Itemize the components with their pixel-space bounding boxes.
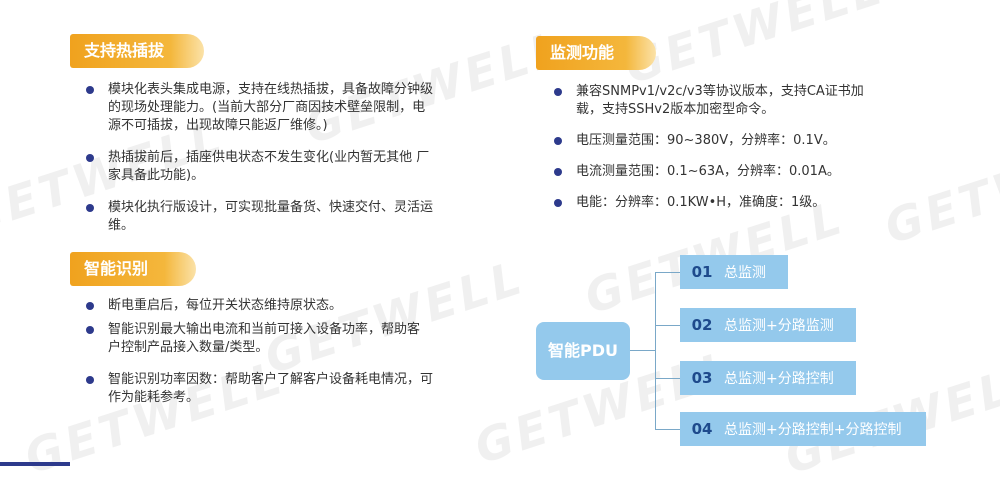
- connector-stub: [630, 350, 655, 351]
- option-text: 总监测: [724, 265, 766, 281]
- bullet-dot: [554, 199, 562, 207]
- hotswap-list: 模块化表头集成电源，支持在线热插拔，具备故障分钟级 的现场处理能力。(当前大部分…: [84, 81, 454, 235]
- line-text: 智能识别功率因数：帮助客户了解客户设备耗电情况，可: [108, 372, 434, 387]
- line-text: 载，支持SSHv2版本加密型命令。: [576, 102, 775, 117]
- line-text: 断电重启后，每位开关状态维持原状态。: [108, 298, 343, 313]
- list-item: 热插拔前后，插座供电状态不发生变化(业内暂无其他 厂 家具备此功能)。: [84, 149, 454, 185]
- bullet-dot: [86, 376, 94, 384]
- smart-title: 智能识别: [70, 252, 196, 286]
- connector-branch: [655, 378, 680, 379]
- list-item: 电压测量范围：90~380V，分辨率：0.1V。: [552, 132, 882, 150]
- bullet-dot: [86, 302, 94, 310]
- bullet-dot: [554, 168, 562, 176]
- line-text: 家具备此功能)。: [108, 168, 205, 183]
- list-item: 模块化表头集成电源，支持在线热插拔，具备故障分钟级 的现场处理能力。(当前大部分…: [84, 81, 454, 135]
- watermark: GETWELL: [878, 119, 1000, 255]
- line-text: 作为能耗参考。: [108, 390, 200, 405]
- bullet-dot: [86, 154, 94, 162]
- pdu-option-03: 03 总监测+分路控制: [680, 361, 856, 395]
- list-item: 电流测量范围：0.1~63A，分辨率：0.01A。: [552, 163, 882, 181]
- option-number: 01: [691, 263, 713, 281]
- line-text: 智能识别最大输出电流和当前可接入设备功率，帮助客: [108, 322, 421, 337]
- list-item: 模块化执行版设计，可实现批量备货、快速交付、灵活运维。: [84, 199, 454, 235]
- connector-trunk: [655, 272, 656, 429]
- pdu-box: 智能PDU: [536, 322, 630, 380]
- hotswap-title: 支持热插拔: [70, 34, 204, 68]
- connector-branch: [655, 272, 680, 273]
- bullet-dot: [554, 137, 562, 145]
- line-text: 模块化表头集成电源，支持在线热插拔，具备故障分钟级: [108, 82, 434, 97]
- line-text: 电流测量范围：0.1~63A，分辨率：0.01A。: [576, 164, 840, 179]
- connector-branch: [655, 325, 680, 326]
- pdu-option-01: 01 总监测: [680, 255, 788, 289]
- option-number: 04: [691, 420, 713, 438]
- line-text: 源不可插拔，出现故障只能返厂维修。): [108, 118, 328, 133]
- footer-accent-bar: [0, 462, 70, 466]
- option-text: 总监测+分路监测: [724, 318, 834, 334]
- bullet-dot: [86, 326, 94, 334]
- list-item: 智能识别最大输出电流和当前可接入设备功率，帮助客 户控制产品接入数量/类型。: [84, 321, 454, 357]
- line-text: 热插拔前后，插座供电状态不发生变化(业内暂无其他 厂: [108, 150, 430, 165]
- bullet-dot: [554, 88, 562, 96]
- list-item: 智能识别功率因数：帮助客户了解客户设备耗电情况，可 作为能耗参考。: [84, 371, 454, 407]
- option-number: 02: [691, 316, 713, 334]
- option-number: 03: [691, 369, 713, 387]
- list-item: 断电重启后，每位开关状态维持原状态。: [84, 297, 454, 315]
- watermark: GETWELL: [618, 0, 892, 95]
- list-item: 兼容SNMPv1/v2c/v3等协议版本，支持CA证书加 载，支持SSHv2版本…: [552, 83, 882, 119]
- connector-branch: [655, 429, 680, 430]
- bullet-dot: [86, 86, 94, 94]
- pdu-option-04: 04 总监测+分路控制+分路控制: [680, 412, 926, 446]
- monitor-title: 监测功能: [536, 36, 656, 70]
- line-text: 模块化执行版设计，可实现批量备货、快速交付、灵活运维。: [108, 200, 434, 233]
- line-text: 电压测量范围：90~380V，分辨率：0.1V。: [576, 133, 836, 148]
- line-text: 兼容SNMPv1/v2c/v3等协议版本，支持CA证书加: [576, 84, 864, 99]
- line-text: 的现场处理能力。(当前大部分厂商因技术壁垒限制，电: [108, 100, 426, 115]
- monitor-list: 兼容SNMPv1/v2c/v3等协议版本，支持CA证书加 载，支持SSHv2版本…: [552, 83, 882, 212]
- smart-list: 断电重启后，每位开关状态维持原状态。 智能识别最大输出电流和当前可接入设备功率，…: [84, 297, 454, 407]
- option-text: 总监测+分路控制+分路控制: [724, 422, 902, 438]
- line-text: 电能：分辨率：0.1KW•H，准确度：1级。: [576, 195, 826, 210]
- option-text: 总监测+分路控制: [724, 371, 834, 387]
- pdu-option-02: 02 总监测+分路监测: [680, 308, 856, 342]
- line-text: 户控制产品接入数量/类型。: [108, 340, 269, 355]
- bullet-dot: [86, 204, 94, 212]
- list-item: 电能：分辨率：0.1KW•H，准确度：1级。: [552, 194, 882, 212]
